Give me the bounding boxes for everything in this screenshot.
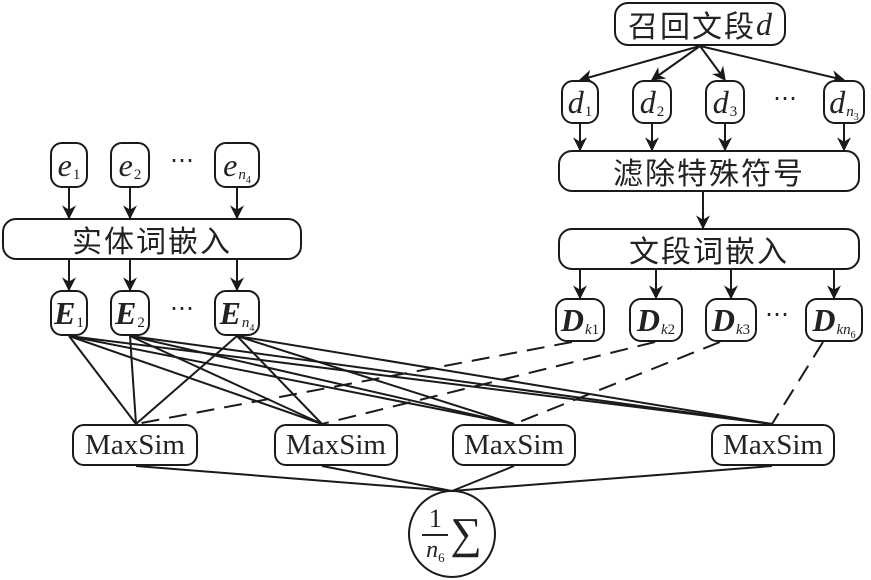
maxsim-box-3: MaxSim <box>452 424 576 466</box>
maxsim-box-4: MaxSim <box>711 424 835 466</box>
filter-special-chars-box: 滤除特殊符号 <box>558 150 860 192</box>
edge-E1-to-maxsim-1 <box>68 335 137 425</box>
entity-embedding-ellipsis: ⋯ <box>170 296 194 322</box>
entity-embedding-box: 实体词嵌入 <box>2 218 302 260</box>
edge-E2-to-maxsim-3 <box>129 335 515 425</box>
edge-maxsim-3-to-sum <box>451 465 515 492</box>
edge-D4-to-maxsim-4 <box>771 341 824 425</box>
retrieved-passage-label: 召回文段 <box>628 10 756 45</box>
edge-D1-to-maxsim-1 <box>135 341 573 425</box>
entity-ellipsis: ⋯ <box>170 148 194 174</box>
edge-E2-to-maxsim-1 <box>129 335 137 425</box>
edge-E1-to-maxsim-2 <box>68 335 323 425</box>
edge-E3-to-maxsim-2 <box>236 335 323 425</box>
edge-maxsim-1-to-sum <box>135 465 453 492</box>
maxsim-box-1: MaxSim <box>72 424 198 466</box>
maxsim-box-2: MaxSim <box>274 424 398 466</box>
passage-embedding-ellipsis: ⋯ <box>765 302 789 328</box>
arrow-source-to-passage-1 <box>578 45 701 84</box>
edge-E2-to-maxsim-2 <box>129 335 323 425</box>
edge-E3-to-maxsim-3 <box>236 335 515 425</box>
entity-embedding-label: 实体词嵌入 <box>72 225 232 260</box>
summation-icon: ∑ <box>450 509 482 558</box>
edge-D3-to-maxsim-3 <box>513 341 721 425</box>
average-sum-node: 1 n6 ∑ <box>408 490 496 578</box>
fraction-bar <box>422 534 449 536</box>
passage-ellipsis: ⋯ <box>773 86 797 112</box>
arrow-source-to-passage-3 <box>699 45 726 82</box>
arrow-source-to-passage-4 <box>699 45 846 84</box>
edge-E2-to-maxsim-4 <box>129 335 773 425</box>
filter-label: 滤除特殊符号 <box>613 157 805 192</box>
edge-maxsim-2-to-sum <box>321 465 453 492</box>
normalization-fraction: 1 n6 <box>422 506 449 564</box>
edge-D2-to-maxsim-2 <box>321 341 656 425</box>
edge-E1-to-maxsim-3 <box>68 335 515 425</box>
passage-embedding-label: 文段词嵌入 <box>629 235 789 270</box>
passage-embedding-box: 文段词嵌入 <box>558 228 860 270</box>
passage-variable: d <box>756 6 772 42</box>
edge-E1-to-maxsim-4 <box>68 335 773 425</box>
edge-E3-to-maxsim-1 <box>135 335 238 425</box>
arrow-source-to-passage-2 <box>650 45 701 81</box>
edge-maxsim-4-to-sum <box>451 465 773 492</box>
